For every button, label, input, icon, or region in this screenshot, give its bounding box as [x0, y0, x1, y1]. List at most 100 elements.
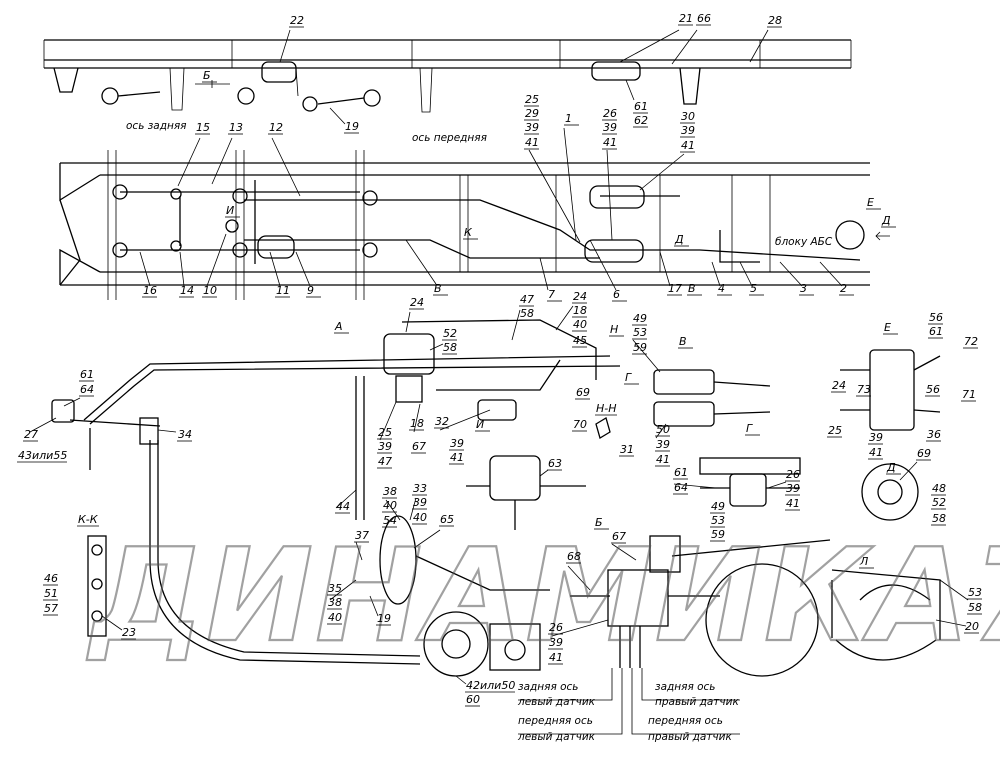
part-label: 54: [383, 514, 397, 527]
part-label: 4: [718, 282, 725, 295]
part-label: 52: [443, 327, 457, 340]
part-label: 46: [44, 572, 58, 585]
part-label: 39: [378, 440, 392, 453]
note-text: передняя ось: [518, 715, 593, 727]
part-label: 24: [832, 379, 846, 392]
part-label: 23: [122, 626, 136, 639]
part-label: Е: [867, 196, 874, 209]
part-label: 61: [674, 466, 688, 479]
note-text: ось передняя: [412, 132, 487, 144]
part-label: 5: [750, 282, 757, 295]
part-label: Г: [625, 371, 632, 384]
part-label: 69: [917, 447, 931, 460]
part-label: 40: [413, 511, 427, 524]
part-label: 11: [276, 284, 290, 297]
part-label: 6: [613, 288, 620, 301]
note-text: правый датчик: [648, 731, 732, 743]
part-label: 61: [80, 368, 94, 381]
part-label: 41: [681, 139, 695, 152]
part-label: 27: [24, 428, 38, 441]
part-label: 16: [143, 284, 157, 297]
part-label: 3: [800, 282, 807, 295]
part-label: 14: [180, 284, 194, 297]
part-label: 59: [711, 528, 725, 541]
part-label: 12: [269, 121, 283, 134]
part-label: 42или50: [466, 679, 515, 692]
part-label: 40: [383, 499, 397, 512]
part-label: 64: [674, 481, 688, 494]
part-label: 73: [857, 383, 871, 396]
part-label: 25: [828, 424, 842, 437]
part-label: 9: [307, 284, 314, 297]
part-label: 67: [412, 440, 426, 453]
part-label: 40: [328, 611, 342, 624]
part-label: 39: [786, 482, 800, 495]
part-label: 51: [44, 587, 58, 600]
part-label: 44: [336, 500, 350, 513]
part-label: 47: [520, 293, 534, 306]
part-label: 39: [525, 121, 539, 134]
detail-assemblies: [29, 305, 969, 735]
part-label: Б: [203, 69, 211, 82]
part-label: 29: [525, 107, 539, 120]
part-label: 61: [929, 325, 943, 338]
part-label: 34: [178, 428, 192, 441]
plan-view-chassis: [59, 127, 890, 300]
part-label: 20: [965, 620, 979, 633]
note-text: левый датчик: [517, 696, 596, 708]
part-label: 35: [328, 582, 342, 595]
part-label: А: [334, 320, 343, 333]
part-label: 33: [413, 482, 427, 495]
note-text: левый датчик: [517, 731, 596, 743]
part-label: 26: [549, 621, 563, 634]
part-label: 15: [196, 121, 210, 134]
note-text: задняя ось: [518, 681, 579, 693]
part-label: 41: [869, 446, 883, 459]
part-label: Д: [881, 214, 891, 227]
part-label: 39: [450, 437, 464, 450]
abs-connector-icon: [835, 220, 865, 250]
part-label: 2: [840, 282, 847, 295]
note-text: задняя ось: [655, 681, 716, 693]
part-label: Н-Н: [596, 402, 617, 415]
part-label: 58: [932, 512, 946, 525]
part-label: 58: [520, 307, 534, 320]
part-label: 60: [466, 693, 480, 706]
part-label: 53: [633, 326, 647, 339]
part-label: 18: [573, 304, 587, 317]
part-label: 26: [786, 468, 800, 481]
part-label: 32: [435, 415, 449, 428]
part-label: 66: [697, 12, 711, 25]
rear-brake-chamber-icon: [101, 87, 381, 112]
part-label: 61: [634, 100, 648, 113]
part-label: В: [688, 282, 696, 295]
part-label: 41: [603, 136, 617, 149]
part-label: 40: [573, 318, 587, 331]
part-label: 1: [565, 112, 572, 125]
part-label: 50: [656, 423, 670, 436]
part-label: 25: [378, 426, 392, 439]
part-label: 17: [668, 282, 682, 295]
part-label: 24: [410, 296, 424, 309]
part-label: 39: [549, 636, 563, 649]
part-label: 62: [634, 114, 648, 127]
part-label: 43или55: [18, 449, 67, 462]
part-label: Д: [886, 461, 896, 474]
part-label: 49: [711, 500, 725, 513]
part-label: 39: [656, 438, 670, 451]
part-label: 10: [203, 284, 217, 297]
part-label: К-К: [78, 513, 99, 526]
part-label: 28: [768, 14, 782, 27]
part-label: 63: [548, 457, 562, 470]
part-label: 52: [932, 496, 946, 509]
part-label: 22: [290, 14, 304, 27]
part-label: 56: [929, 311, 943, 324]
part-label: 41: [525, 136, 539, 149]
part-label: 68: [567, 550, 581, 563]
part-label: 19: [345, 120, 359, 133]
part-label: 47: [378, 455, 392, 468]
part-label: 19: [377, 612, 391, 625]
part-label: Е: [884, 321, 891, 334]
